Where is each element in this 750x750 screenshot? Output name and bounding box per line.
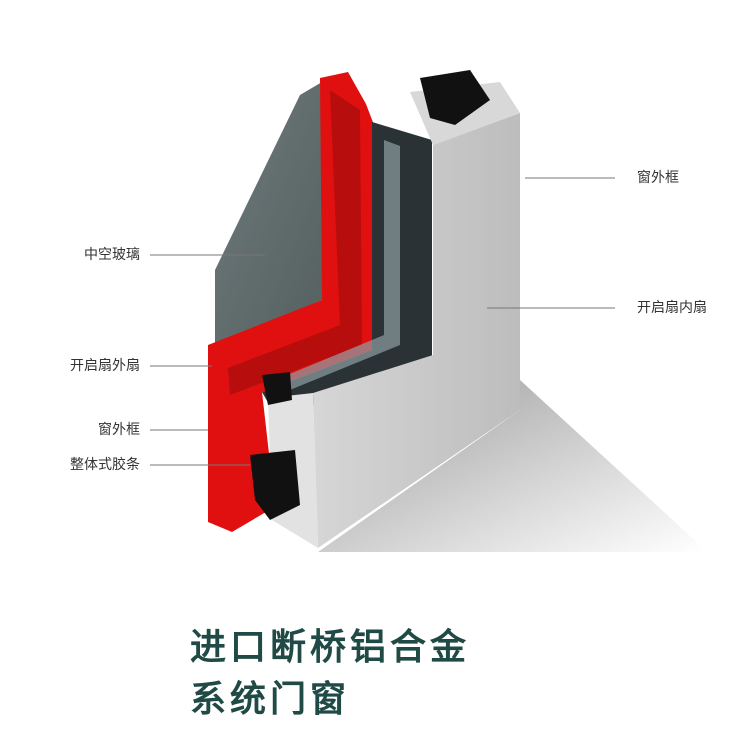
label-hollow-glass: 中空玻璃 [84,247,140,263]
glass-pane [215,82,322,345]
label-window-frame-right: 窗外框 [637,170,679,186]
gasket-bottom [250,450,300,520]
aluminum-face [313,113,520,548]
sash-light-strip [280,140,400,392]
gasket-mid [262,372,292,405]
sash-inner-red-edge [228,90,362,395]
title-line-2: 系统门窗 [190,679,351,720]
title-line-1: 进口断桥铝合金 [190,627,471,668]
label-outer-sash: 开启扇外扇 [70,358,140,374]
outer-frame-red [208,72,374,532]
label-integral-gasket: 整体式胶条 [70,457,140,473]
label-inner-sash: 开启扇内扇 [637,300,707,316]
label-window-frame-left: 窗外框 [98,422,140,438]
gasket-top [420,70,490,125]
floor-shadow [318,380,700,552]
